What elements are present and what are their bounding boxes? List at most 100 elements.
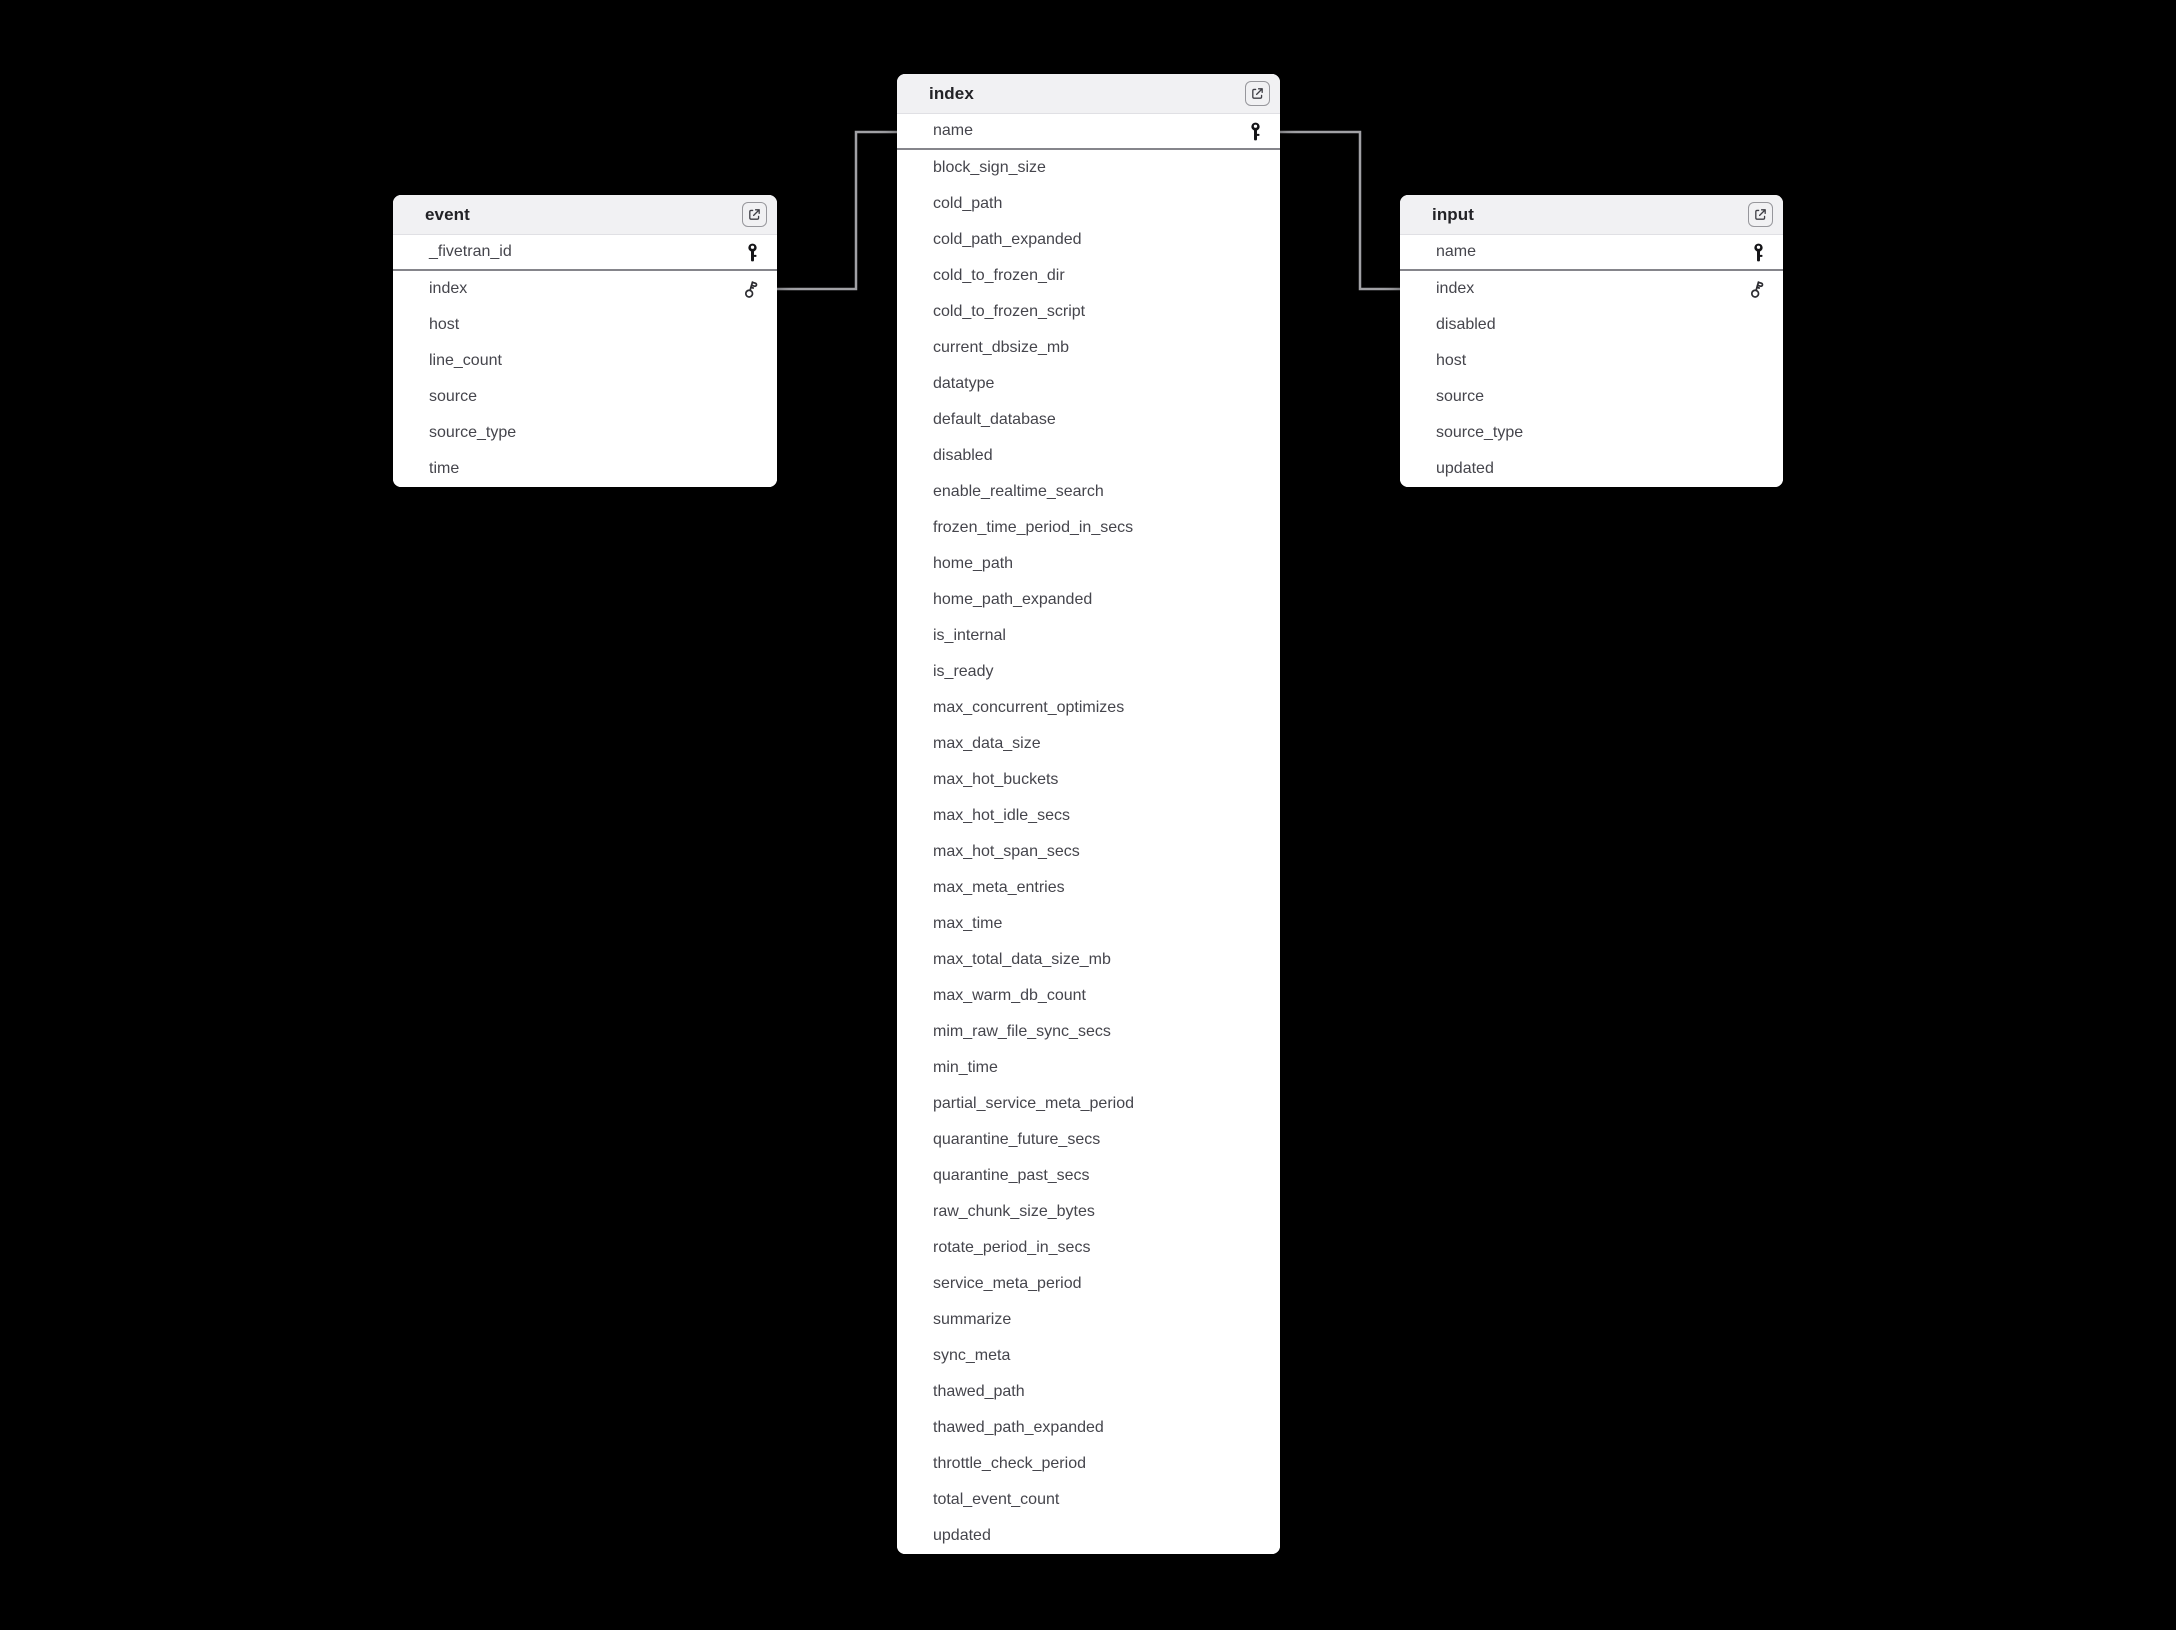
column-row-index-max_meta_entries[interactable]: max_meta_entries — [897, 870, 1280, 906]
column-row-input-index[interactable]: index — [1400, 271, 1783, 307]
column-row-index-cold_path_expanded[interactable]: cold_path_expanded — [897, 222, 1280, 258]
column-row-index-mim_raw_file_sync_secs[interactable]: mim_raw_file_sync_secs — [897, 1014, 1280, 1050]
column-name: service_meta_period — [933, 1275, 1082, 1292]
column-row-index-default_database[interactable]: default_database — [897, 402, 1280, 438]
column-row-index-home_path[interactable]: home_path — [897, 546, 1280, 582]
column-row-event-source[interactable]: source — [393, 379, 777, 415]
column-row-input-source[interactable]: source — [1400, 379, 1783, 415]
column-name: updated — [933, 1527, 991, 1544]
column-row-input-updated[interactable]: updated — [1400, 451, 1783, 487]
column-row-index-summarize[interactable]: summarize — [897, 1302, 1280, 1338]
column-row-index-min_time[interactable]: min_time — [897, 1050, 1280, 1086]
column-name: source_type — [1436, 424, 1524, 441]
column-row-index-max_concurrent_optimizes[interactable]: max_concurrent_optimizes — [897, 690, 1280, 726]
column-row-index-rotate_period_in_secs[interactable]: rotate_period_in_secs — [897, 1230, 1280, 1266]
table-expand-button[interactable] — [1748, 202, 1773, 227]
table-expand-button[interactable] — [742, 202, 767, 227]
column-row-input-disabled[interactable]: disabled — [1400, 307, 1783, 343]
column-row-index-raw_chunk_size_bytes[interactable]: raw_chunk_size_bytes — [897, 1194, 1280, 1230]
column-list: name block_sign_size cold_path cold_path… — [897, 114, 1280, 1554]
column-row-input-name[interactable]: name — [1400, 235, 1783, 271]
entity-table-index[interactable]: index name block_sign_size cold_path col… — [897, 74, 1280, 1554]
column-name: max_warm_db_count — [933, 987, 1086, 1004]
column-name: rotate_period_in_secs — [933, 1239, 1091, 1256]
column-name: home_path — [933, 555, 1014, 572]
column-row-index-thawed_path_expanded[interactable]: thawed_path_expanded — [897, 1410, 1280, 1446]
column-row-index-current_dbsize_mb[interactable]: current_dbsize_mb — [897, 330, 1280, 366]
column-name: max_hot_buckets — [933, 771, 1059, 788]
column-list: _fivetran_id index host line_count sourc… — [393, 235, 777, 487]
column-row-index-total_event_count[interactable]: total_event_count — [897, 1482, 1280, 1518]
column-name: is_internal — [933, 627, 1006, 644]
external-link-icon — [1252, 88, 1263, 99]
column-row-event-time[interactable]: time — [393, 451, 777, 487]
foreign-key-icon — [1750, 281, 1764, 298]
column-row-input-source_type[interactable]: source_type — [1400, 415, 1783, 451]
column-row-index-is_ready[interactable]: is_ready — [897, 654, 1280, 690]
column-name: source — [1436, 388, 1485, 405]
entity-table-event[interactable]: event _fivetran_id index host l — [393, 195, 777, 487]
column-row-event-source_type[interactable]: source_type — [393, 415, 777, 451]
table-expand-button[interactable] — [1245, 81, 1270, 106]
table-title: input — [1432, 204, 1475, 224]
column-row-input-host[interactable]: host — [1400, 343, 1783, 379]
column-name: sync_meta — [933, 1347, 1011, 1364]
column-row-event-_fivetran_id[interactable]: _fivetran_id — [393, 235, 777, 271]
column-row-index-max_hot_idle_secs[interactable]: max_hot_idle_secs — [897, 798, 1280, 834]
column-name: updated — [1436, 460, 1494, 477]
column-row-index-cold_to_frozen_dir[interactable]: cold_to_frozen_dir — [897, 258, 1280, 294]
table-header[interactable]: event — [393, 195, 777, 235]
column-name: cold_to_frozen_script — [933, 303, 1086, 320]
column-row-index-partial_service_meta_period[interactable]: partial_service_meta_period — [897, 1086, 1280, 1122]
column-row-index-quarantine_past_secs[interactable]: quarantine_past_secs — [897, 1158, 1280, 1194]
column-row-index-is_internal[interactable]: is_internal — [897, 618, 1280, 654]
column-name: thawed_path — [933, 1383, 1025, 1400]
column-row-index-max_hot_buckets[interactable]: max_hot_buckets — [897, 762, 1280, 798]
column-row-index-max_total_data_size_mb[interactable]: max_total_data_size_mb — [897, 942, 1280, 978]
column-row-event-index[interactable]: index — [393, 271, 777, 307]
column-list: name index disabled host source source_t… — [1400, 235, 1783, 487]
column-name: enable_realtime_search — [933, 483, 1104, 500]
column-name: source — [429, 388, 478, 405]
table-title: index — [929, 83, 974, 103]
column-row-index-enable_realtime_search[interactable]: enable_realtime_search — [897, 474, 1280, 510]
column-name: datatype — [933, 375, 995, 392]
column-row-index-updated[interactable]: updated — [897, 1518, 1280, 1554]
column-row-index-home_path_expanded[interactable]: home_path_expanded — [897, 582, 1280, 618]
column-row-event-host[interactable]: host — [393, 307, 777, 343]
column-name: disabled — [1436, 316, 1496, 333]
column-name: cold_to_frozen_dir — [933, 267, 1065, 284]
column-row-index-max_data_size[interactable]: max_data_size — [897, 726, 1280, 762]
column-name: max_meta_entries — [933, 879, 1065, 896]
connector-index-name-to-input-index — [1280, 130, 1400, 291]
column-row-index-thawed_path[interactable]: thawed_path — [897, 1374, 1280, 1410]
column-row-index-max_warm_db_count[interactable]: max_warm_db_count — [897, 978, 1280, 1014]
primary-key-icon — [1251, 122, 1260, 140]
column-row-index-cold_to_frozen_script[interactable]: cold_to_frozen_script — [897, 294, 1280, 330]
table-title: event — [425, 204, 470, 224]
column-row-index-sync_meta[interactable]: sync_meta — [897, 1338, 1280, 1374]
column-row-index-block_sign_size[interactable]: block_sign_size — [897, 150, 1280, 186]
column-row-index-max_time[interactable]: max_time — [897, 906, 1280, 942]
connector-event-index-to-index-name — [777, 130, 897, 291]
column-row-index-max_hot_span_secs[interactable]: max_hot_span_secs — [897, 834, 1280, 870]
column-row-index-frozen_time_period_in_secs[interactable]: frozen_time_period_in_secs — [897, 510, 1280, 546]
column-row-event-line_count[interactable]: line_count — [393, 343, 777, 379]
column-row-index-name[interactable]: name — [897, 114, 1280, 150]
column-row-index-throttle_check_period[interactable]: throttle_check_period — [897, 1446, 1280, 1482]
column-row-index-quarantine_future_secs[interactable]: quarantine_future_secs — [897, 1122, 1280, 1158]
column-row-index-datatype[interactable]: datatype — [897, 366, 1280, 402]
column-row-index-disabled[interactable]: disabled — [897, 438, 1280, 474]
column-name: cold_path_expanded — [933, 231, 1082, 248]
column-row-index-cold_path[interactable]: cold_path — [897, 186, 1280, 222]
external-link-icon — [749, 209, 760, 220]
column-row-index-service_meta_period[interactable]: service_meta_period — [897, 1266, 1280, 1302]
table-header[interactable]: index — [897, 74, 1280, 114]
column-name: frozen_time_period_in_secs — [933, 519, 1134, 536]
table-header[interactable]: input — [1400, 195, 1783, 235]
column-name: name — [933, 122, 974, 139]
column-name: max_hot_span_secs — [933, 843, 1080, 860]
entity-table-input[interactable]: input name index disabled host — [1400, 195, 1783, 487]
